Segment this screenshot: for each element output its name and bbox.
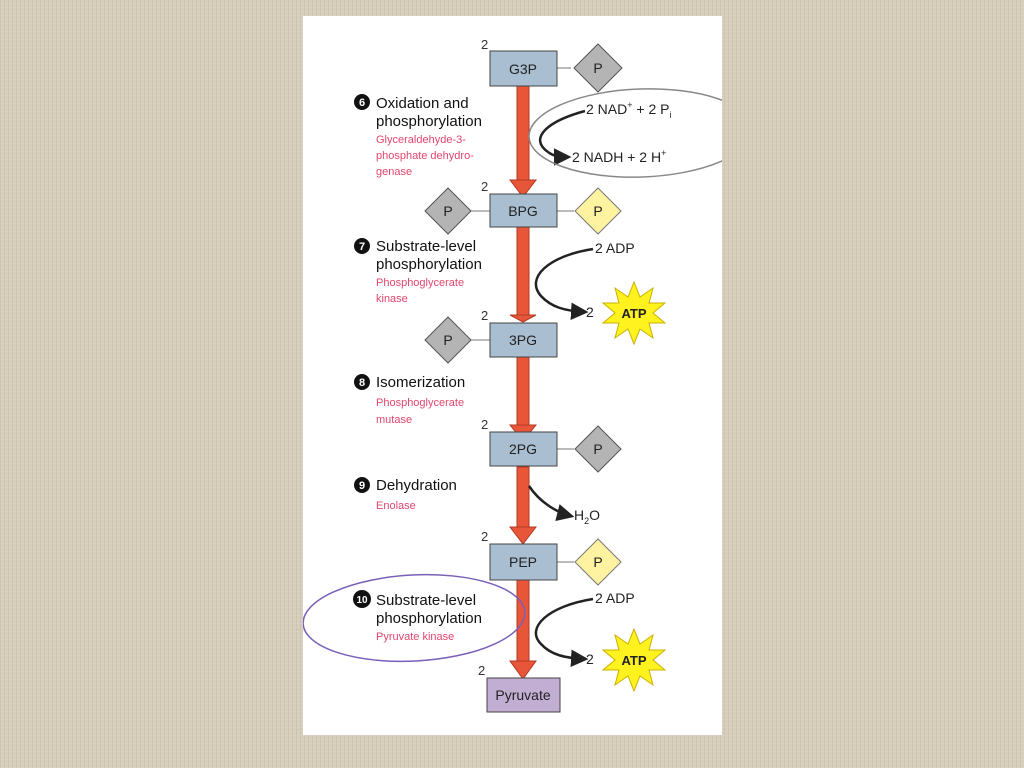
step-number: 9 — [359, 480, 365, 492]
step-number: 10 — [356, 595, 368, 606]
adp-label-1: 2 ADP — [595, 240, 635, 256]
step-number: 8 — [359, 377, 365, 389]
molecule-label: PEP — [509, 554, 537, 570]
step-title-line: phosphorylation — [376, 256, 482, 273]
molecule-3pg: 3PG 2 — [481, 308, 558, 358]
pathway-arrow-6 — [508, 85, 538, 198]
phosphate-label: P — [593, 554, 602, 570]
phosphate-g3p: P — [573, 43, 623, 93]
step-7: 7 Substrate-level phosphorylation Phosph… — [354, 238, 482, 305]
nad-curve — [538, 109, 586, 154]
step-title-line: phosphorylation — [376, 113, 482, 130]
water-label: H2O — [574, 507, 600, 526]
molecule-label: 2PG — [509, 441, 537, 457]
nadh-arrow — [547, 148, 572, 166]
phosphate-3pg: P — [424, 316, 472, 364]
atp-burst-1: ATP — [601, 280, 667, 346]
molecule-count: 2 — [481, 417, 488, 432]
pathway-arrow-7 — [509, 225, 537, 323]
phosphate-bpg-left: P — [424, 187, 472, 235]
molecule-g3p: G3P 2 — [481, 37, 558, 87]
step-10: 10 Substrate-level phosphorylation Pyruv… — [353, 590, 482, 643]
pathway-arrow-8 — [508, 356, 538, 442]
atp-label: ATP — [621, 653, 646, 668]
step-number: 6 — [359, 97, 365, 109]
molecule-pyruvate: Pyruvate 2 — [478, 663, 561, 713]
phosphate-2pg: P — [574, 425, 622, 473]
adp-to-atp-arrow-1 — [534, 247, 594, 321]
molecule-count: 2 — [478, 663, 485, 678]
step-number: 7 — [359, 241, 365, 253]
molecule-label: 3PG — [509, 332, 537, 348]
molecule-2pg: 2PG 2 — [481, 417, 558, 467]
phosphate-label: P — [443, 203, 452, 219]
glycolysis-payoff-diagram: G3P 2 BPG 2 3PG 2 2PG 2 PEP 2 Pyruvate 2… — [303, 37, 722, 713]
phosphate-label: P — [593, 203, 602, 219]
enzyme-name-line: Phosphoglycerate — [376, 397, 464, 409]
highlight-ellipse-step-10 — [303, 573, 526, 663]
atp-label: ATP — [621, 306, 646, 321]
molecule-label: Pyruvate — [495, 687, 550, 703]
molecule-count: 2 — [481, 37, 488, 52]
enzyme-name-line: mutase — [376, 414, 412, 426]
molecule-bpg: BPG 2 — [481, 179, 558, 228]
enzyme-name-line: Enolase — [376, 500, 416, 512]
side-reaction-arrows — [527, 109, 594, 668]
phosphate-bpg-right: P — [574, 187, 622, 235]
atp-count-1: 2 — [586, 304, 594, 320]
step-title-line: Isomerization — [376, 374, 465, 391]
step-9: 9 Dehydration Enolase — [354, 477, 457, 512]
step-6: 6 Oxidation and phosphorylation Glyceral… — [354, 94, 482, 178]
textbook-figure-panel: G3P 2 BPG 2 3PG 2 2PG 2 PEP 2 Pyruvate 2… — [303, 16, 722, 735]
step-title-line: Substrate-level — [376, 238, 476, 255]
highlight-ellipse-nad — [528, 88, 722, 178]
pathway-arrows — [508, 85, 538, 680]
adp-label-2: 2 ADP — [595, 590, 635, 606]
enzyme-name-line: genase — [376, 166, 412, 178]
molecule-count: 2 — [481, 179, 488, 194]
nadh-label: 2 NADH + 2 H+ — [572, 148, 666, 165]
step-title-line: Substrate-level — [376, 592, 476, 609]
enzyme-name-line: Phosphoglycerate — [376, 277, 464, 289]
molecule-count: 2 — [481, 529, 488, 544]
molecule-pep: PEP 2 — [481, 529, 558, 581]
phosphate-label: P — [443, 332, 452, 348]
atp-count-2: 2 — [586, 651, 594, 667]
adp-to-atp-arrow-2 — [534, 597, 594, 668]
enzyme-name-line: Pyruvate kinase — [376, 631, 454, 643]
atp-burst-2: ATP — [601, 627, 667, 693]
pathway-arrow-9 — [508, 466, 538, 545]
enzyme-name-line: kinase — [376, 293, 408, 305]
molecule-label: G3P — [509, 61, 537, 77]
enzyme-name-line: Glyceraldehyde-3- — [376, 134, 466, 146]
step-title-line: Dehydration — [376, 477, 457, 494]
water-arrow — [527, 485, 575, 522]
nad-pi-label: 2 NAD+ + 2 Pi — [586, 100, 671, 120]
molecule-label: BPG — [508, 203, 538, 219]
phosphate-pep: P — [574, 538, 622, 586]
molecule-count: 2 — [481, 308, 488, 323]
phosphate-label: P — [593, 441, 602, 457]
step-title-line: Oxidation and — [376, 95, 469, 112]
phosphate-label: P — [593, 60, 602, 76]
step-8: 8 Isomerization Phosphoglycerate mutase — [354, 374, 465, 426]
step-title-line: phosphorylation — [376, 610, 482, 627]
enzyme-name-line: phosphate dehydro- — [376, 150, 474, 162]
